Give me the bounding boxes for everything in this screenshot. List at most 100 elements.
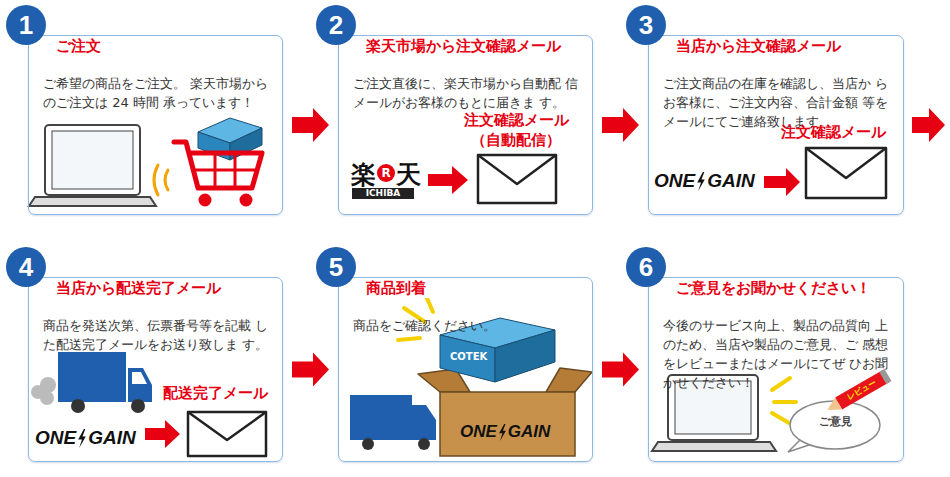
step-heading: 商品到着 [363,278,429,298]
envelope-icon [478,155,556,203]
callout-number: 1 [6,5,46,45]
step-box: ご注文ご希望の商品をご注文。 楽天市場からのご注文は 24 時間 承っています！… [28,35,283,215]
shop-logo: ONEGAIN [35,427,136,449]
truck-icon [132,372,147,384]
bolt-icon [696,172,706,191]
truck-icon [31,352,152,413]
laptop-icon [45,125,140,195]
truck-icon [131,399,145,413]
step-description: 今後のサービス向上、製品の品質向 上のため、当店や製品のご意見、ご 感想をレビュ… [663,317,891,392]
carton-box [546,368,592,392]
flow-arrow [602,353,639,387]
illustration-label: COTEK [450,350,487,363]
step-description: ご希望の商品をご注文。 楽天市場からのご注文は 24 時間 承っています！ [43,75,270,113]
pencil-icon [835,370,890,410]
inverter-icon [495,330,555,382]
circle-shape [6,247,46,287]
spark-lines [426,296,433,312]
callout-number: 5 [316,247,356,287]
circle-shape [6,5,46,45]
shop-logo: ONEGAIN [654,170,755,192]
cart-icon [174,142,262,204]
illustration-label: 注文確認メール [776,122,891,142]
step-number-circle: 6 [626,247,666,287]
envelope-icon [806,148,886,198]
callout-number: 6 [626,247,666,287]
envelope-icon [478,155,556,184]
circle-shape [316,247,356,287]
flow-arrow [292,108,329,142]
truck-icon [40,377,56,393]
truck-icon [58,352,126,402]
flow-arrow [292,353,329,387]
step-number-circle: 2 [316,5,356,45]
step-description: ご注文直後に、楽天市場から自動配 信メールがお客様のもとに届きま す。 [353,75,580,113]
bolt-icon [77,429,87,448]
truck-icon [40,391,54,405]
inverter-icon [440,335,495,382]
bolt-icon [498,424,507,441]
laptop-icon [29,125,156,206]
illustration-label: ICHIBA [352,188,414,199]
step-number-circle: 3 [626,5,666,45]
rakuten-logo [352,188,414,199]
illustration-label: R [377,164,395,182]
flow-arrow [912,108,945,142]
bolt-icon [78,429,86,448]
truck-icon [418,438,430,450]
rakuten-logo [377,164,395,182]
step-heading: 当店から注文確認メール [673,36,844,56]
envelope-icon [806,148,886,178]
small-arrow [764,168,800,196]
logo-text: GAIN [707,170,755,192]
spark-lines [772,413,789,423]
laptop-icon [652,442,776,451]
step-heading: 楽天市場から注文確認メール [363,36,564,56]
step-heading: ご意見をお聞かせください！ [673,278,874,298]
cart-icon [201,196,209,204]
small-arrow [428,166,468,194]
step-number-circle: 1 [6,5,46,45]
circle-shape [316,5,356,45]
spark-lines [774,400,796,404]
carton-box [440,392,575,456]
step-number-circle: 4 [6,247,46,287]
bolt-icon [499,424,506,441]
truck-icon [350,395,412,440]
truck-icon [71,399,85,413]
illustration-label: 楽 [351,158,376,191]
step-description: 商品を発送次第、伝票番号等を記載 した配送完了メールをお送り致しま す。 [43,317,270,355]
envelope-icon [188,412,266,456]
truck-icon [350,395,436,450]
step-heading: ご注文 [53,36,104,56]
logo-text: GAIN [508,422,551,442]
callout-number: 3 [626,5,666,45]
step-number-circle: 5 [316,247,356,287]
envelope-icon [188,412,266,440]
illustration-label: 配送完了メール [156,383,274,403]
envelope-icon [478,155,556,203]
step-heading: 当店から配送完了メール [53,278,224,298]
shop-logo: ONE GAIN [460,422,550,442]
logo-text: ONE [460,422,497,442]
circle-shape [626,247,666,287]
signal-arcs [154,165,158,195]
spark-lines [772,378,790,390]
envelope-icon [188,412,266,456]
laptop-icon [52,131,133,189]
illustration-label: ご意見 [808,415,862,429]
truck-icon [362,438,374,450]
signal-arcs [165,170,168,190]
callout-number: 4 [6,247,46,287]
illustration-label: レビュー [846,378,879,403]
cart-icon [242,196,250,204]
step-description: 商品をご確認ください。 [353,317,580,336]
illustration-label: 天 [396,158,421,191]
pencil-icon [824,369,892,416]
flow-arrow [602,108,639,142]
signal-arcs [154,165,168,195]
small-arrow [145,420,180,448]
